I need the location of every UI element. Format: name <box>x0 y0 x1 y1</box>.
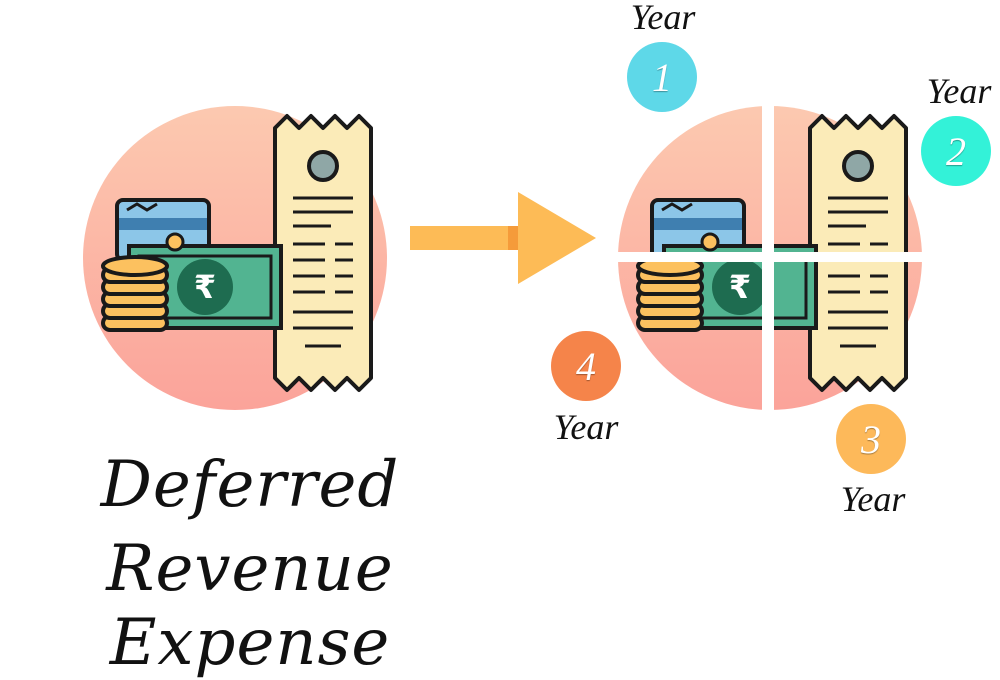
year-badge-4: 4 <box>551 331 621 401</box>
money-illustration-right <box>600 90 940 420</box>
year-label-4: Year <box>553 407 619 447</box>
year-label-1: Year <box>630 0 696 37</box>
arrow-right-icon <box>410 192 596 284</box>
year-label-3: Year <box>840 479 906 519</box>
year-label-2: Year <box>926 71 992 111</box>
year-badge-3: 3 <box>836 404 906 474</box>
money-illustration-left <box>81 104 389 412</box>
title-line-2: Revenue Expense <box>106 532 394 680</box>
deferred-revenue-diagram: ₹ <box>81 90 940 420</box>
year-badge-2: 2 <box>921 116 991 186</box>
title-line-1: Deferred <box>100 448 400 522</box>
year-badge-1: 1 <box>627 42 697 112</box>
